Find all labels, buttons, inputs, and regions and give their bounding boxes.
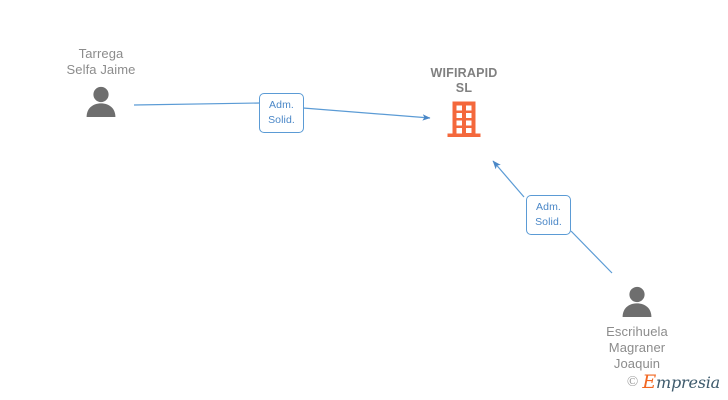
building-icon bbox=[447, 101, 481, 137]
person-name-label: Tarrega Selfa Jaime bbox=[66, 46, 136, 77]
watermark-empresia: © Empresia bbox=[627, 373, 720, 392]
person-icon bbox=[622, 286, 652, 317]
edge-label-adm-solid-1[interactable]: Adm. Solid. bbox=[259, 93, 304, 133]
brand-rest: mpresia bbox=[656, 373, 720, 392]
edge-escrihuela-to-company bbox=[492, 160, 613, 274]
copyright-icon: © bbox=[626, 374, 639, 390]
brand-initial: E bbox=[642, 371, 656, 393]
person-name-label: Escrihuela Magraner Joaquin bbox=[606, 324, 668, 371]
person-icon bbox=[86, 86, 116, 117]
node-person-escrihuela-magraner-joaquin[interactable]: Escrihuela Magraner Joaquin bbox=[557, 285, 717, 372]
edge-label-adm-solid-2[interactable]: Adm. Solid. bbox=[526, 195, 571, 235]
brand-wordmark: Empresia bbox=[642, 373, 720, 392]
node-person-tarrega-selfa-jaime[interactable]: Tarrega Selfa Jaime bbox=[21, 46, 181, 117]
node-company-wifirapid-sl[interactable]: WIFIRAPID SL bbox=[384, 66, 544, 139]
edge-tarrega-to-company bbox=[133, 102, 431, 121]
company-name-label: WIFIRAPID SL bbox=[430, 66, 498, 95]
